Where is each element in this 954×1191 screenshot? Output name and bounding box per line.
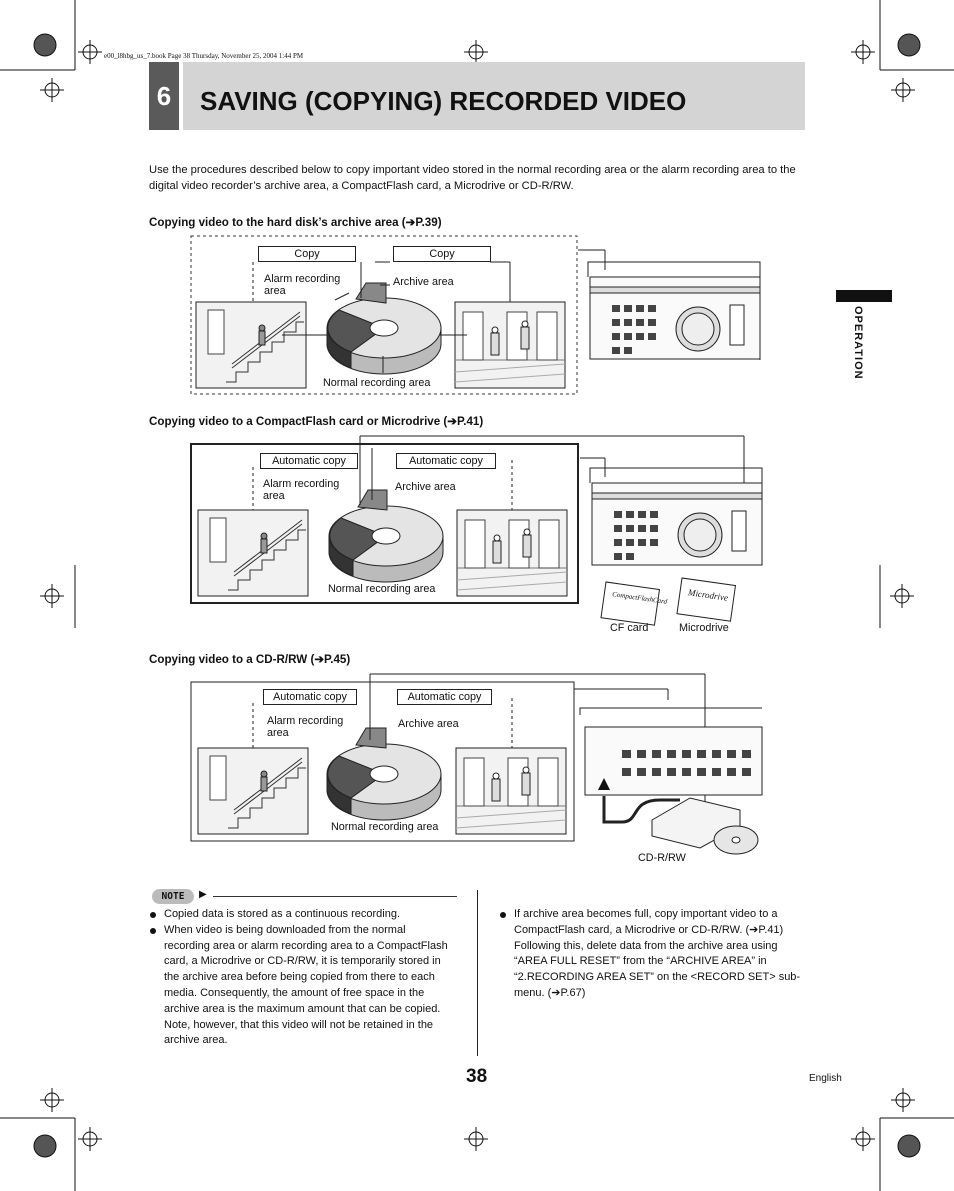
page-number: 38 xyxy=(466,1066,488,1087)
auto-copy-label-left: Automatic copy xyxy=(263,689,357,705)
auto-copy-label-right: Automatic copy xyxy=(397,689,492,705)
copy-label-right: Copy xyxy=(393,246,491,262)
chapter-number: 6 xyxy=(149,62,179,130)
note-badge: NOTE xyxy=(152,889,194,904)
intro-paragraph: Use the procedures described below to co… xyxy=(149,164,796,192)
alarm-area-label: Alarm recording area xyxy=(263,478,340,502)
normal-area-label: Normal recording area xyxy=(328,583,436,595)
side-tab-bar xyxy=(836,290,892,302)
auto-copy-label-left: Automatic copy xyxy=(260,453,358,469)
copy-label-left: Copy xyxy=(258,246,356,262)
microdrive-label: Microdrive xyxy=(679,622,729,634)
normal-area-label: Normal recording area xyxy=(323,377,431,389)
section-heading-cf: Copying video to a CompactFlash card or … xyxy=(149,415,484,428)
notes-right: If archive area becomes full, copy impor… xyxy=(499,907,811,1002)
side-tab-label: OPERATION xyxy=(852,306,864,380)
archive-area-label: Archive area xyxy=(398,718,459,730)
title-banner xyxy=(183,62,805,130)
archive-area-label: Archive area xyxy=(393,276,454,288)
note-item: If archive area becomes full, copy impor… xyxy=(499,907,811,1002)
page-title: SAVING (COPYING) RECORDED VIDEO xyxy=(200,86,687,116)
book-info: e00_l8hbg_us_7.book Page 38 Thursday, No… xyxy=(104,52,304,60)
column-divider xyxy=(477,890,478,1056)
alarm-area-label: Alarm recording area xyxy=(267,715,344,739)
language-label: English xyxy=(809,1073,842,1084)
note-item: When video is being downloaded from the … xyxy=(149,923,449,1049)
note-arrow-icon: ▶ xyxy=(199,889,207,900)
section-heading-archive: Copying video to the hard disk’s archive… xyxy=(149,216,442,229)
cf-card-label: CF card xyxy=(610,622,649,634)
section-heading-cdrw: Copying video to a CD-R/RW (➔P.45) xyxy=(149,653,351,666)
note-divider xyxy=(213,896,457,897)
auto-copy-label-right: Automatic copy xyxy=(396,453,496,469)
normal-area-label: Normal recording area xyxy=(331,821,439,833)
notes-left: Copied data is stored as a continuous re… xyxy=(149,907,449,1049)
alarm-area-label: Alarm recording area xyxy=(264,273,341,297)
cdrw-label: CD-R/RW xyxy=(638,852,686,864)
note-item: Copied data is stored as a continuous re… xyxy=(149,907,449,923)
archive-area-label: Archive area xyxy=(395,481,456,493)
